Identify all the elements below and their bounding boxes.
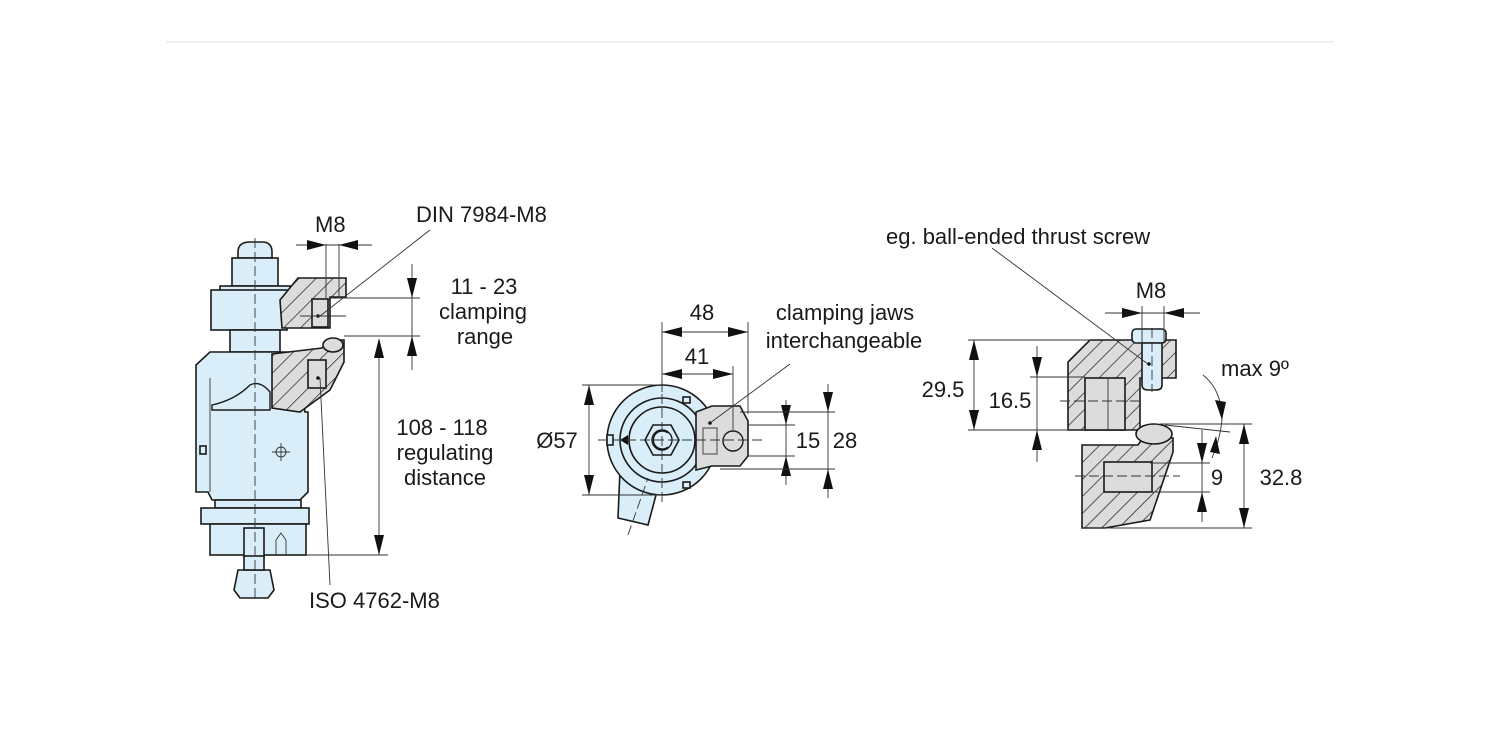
dim-41: 41	[685, 344, 709, 369]
side-view	[195, 238, 347, 602]
dim-9: 9	[1211, 465, 1223, 490]
dim-28: 28	[833, 428, 857, 453]
angle-max-9: max 9º	[1221, 356, 1289, 381]
side-m8-label: M8	[315, 212, 346, 237]
din-7984-label: DIN 7984-M8	[416, 202, 547, 227]
arrow	[339, 240, 358, 250]
bottom-handle	[233, 569, 275, 599]
regulating-line2: distance	[404, 465, 486, 490]
upper-body	[210, 289, 288, 331]
top-view	[598, 380, 762, 536]
dim-29-5: 29.5	[922, 377, 965, 402]
clamping-range-line1: clamping	[439, 299, 527, 324]
dim-15: 15	[796, 428, 820, 453]
jaw-detail	[1060, 328, 1180, 529]
regulating-line1: regulating	[397, 440, 494, 465]
dim-48: 48	[690, 300, 714, 325]
jaws-label-line2: interchangeable	[766, 328, 923, 353]
thrust-screw-head	[1131, 328, 1167, 344]
dim-32-8: 32.8	[1260, 465, 1303, 490]
arrow	[307, 240, 326, 250]
thrust-screw-label: eg. ball-ended thrust screw	[886, 224, 1150, 249]
detail-m8-label: M8	[1136, 278, 1167, 303]
dim-16-5: 16.5	[989, 388, 1032, 413]
clamping-range-line2: range	[457, 324, 513, 349]
side-dimensions	[296, 229, 431, 586]
clamping-range-value: 11 - 23	[451, 274, 518, 299]
lower-collar	[214, 499, 302, 509]
jaws-label-line1: clamping jaws	[776, 300, 914, 325]
top-dimensions	[582, 322, 835, 498]
top-jaw	[695, 405, 749, 472]
detail-dimensions	[968, 247, 1252, 529]
dim-diameter-57: Ø57	[536, 428, 578, 453]
regulating-value: 108 - 118	[396, 415, 487, 440]
thrust-screw	[1141, 342, 1163, 391]
top-knob	[237, 241, 273, 259]
iso-4762-label: ISO 4762-M8	[309, 588, 440, 613]
